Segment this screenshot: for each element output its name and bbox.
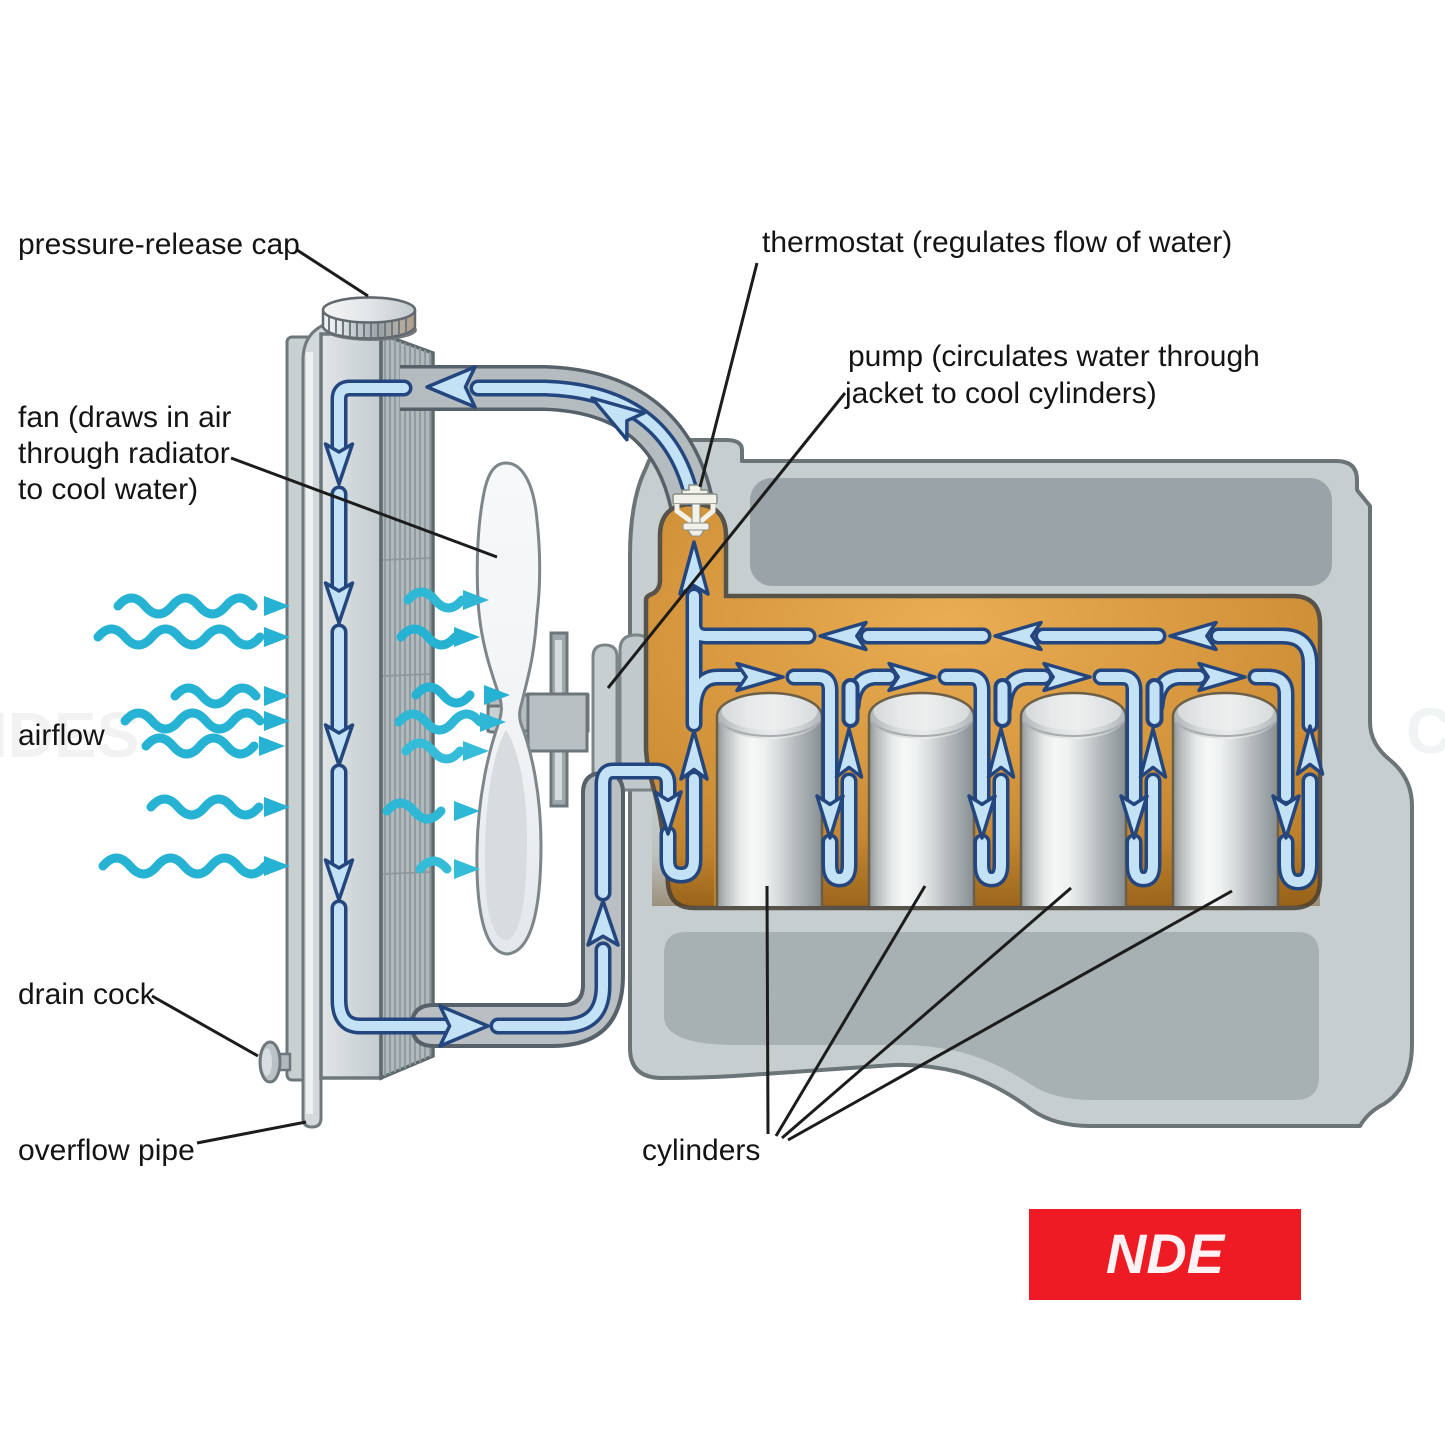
svg-text:jacket to cool cylinders): jacket to cool cylinders) <box>844 377 1157 410</box>
svg-text:to cool water): to cool water) <box>18 473 198 506</box>
svg-text:NDE: NDE <box>1106 1222 1226 1285</box>
svg-text:cylinders: cylinders <box>642 1134 760 1167</box>
svg-text:fan (draws in air: fan (draws in air <box>18 401 231 434</box>
svg-text:through radiator: through radiator <box>18 437 230 470</box>
svg-text:pump (circulates water through: pump (circulates water through <box>848 340 1260 373</box>
svg-text:drain cock: drain cock <box>18 978 156 1011</box>
svg-text:airflow: airflow <box>18 719 105 752</box>
svg-text:overflow pipe: overflow pipe <box>18 1134 195 1167</box>
svg-text:C: C <box>1406 695 1445 767</box>
svg-text:pressure-release cap: pressure-release cap <box>18 228 300 261</box>
svg-text:thermostat (regulates flow of: thermostat (regulates flow of water) <box>762 226 1232 259</box>
svg-text:IDES: IDES <box>0 699 139 771</box>
